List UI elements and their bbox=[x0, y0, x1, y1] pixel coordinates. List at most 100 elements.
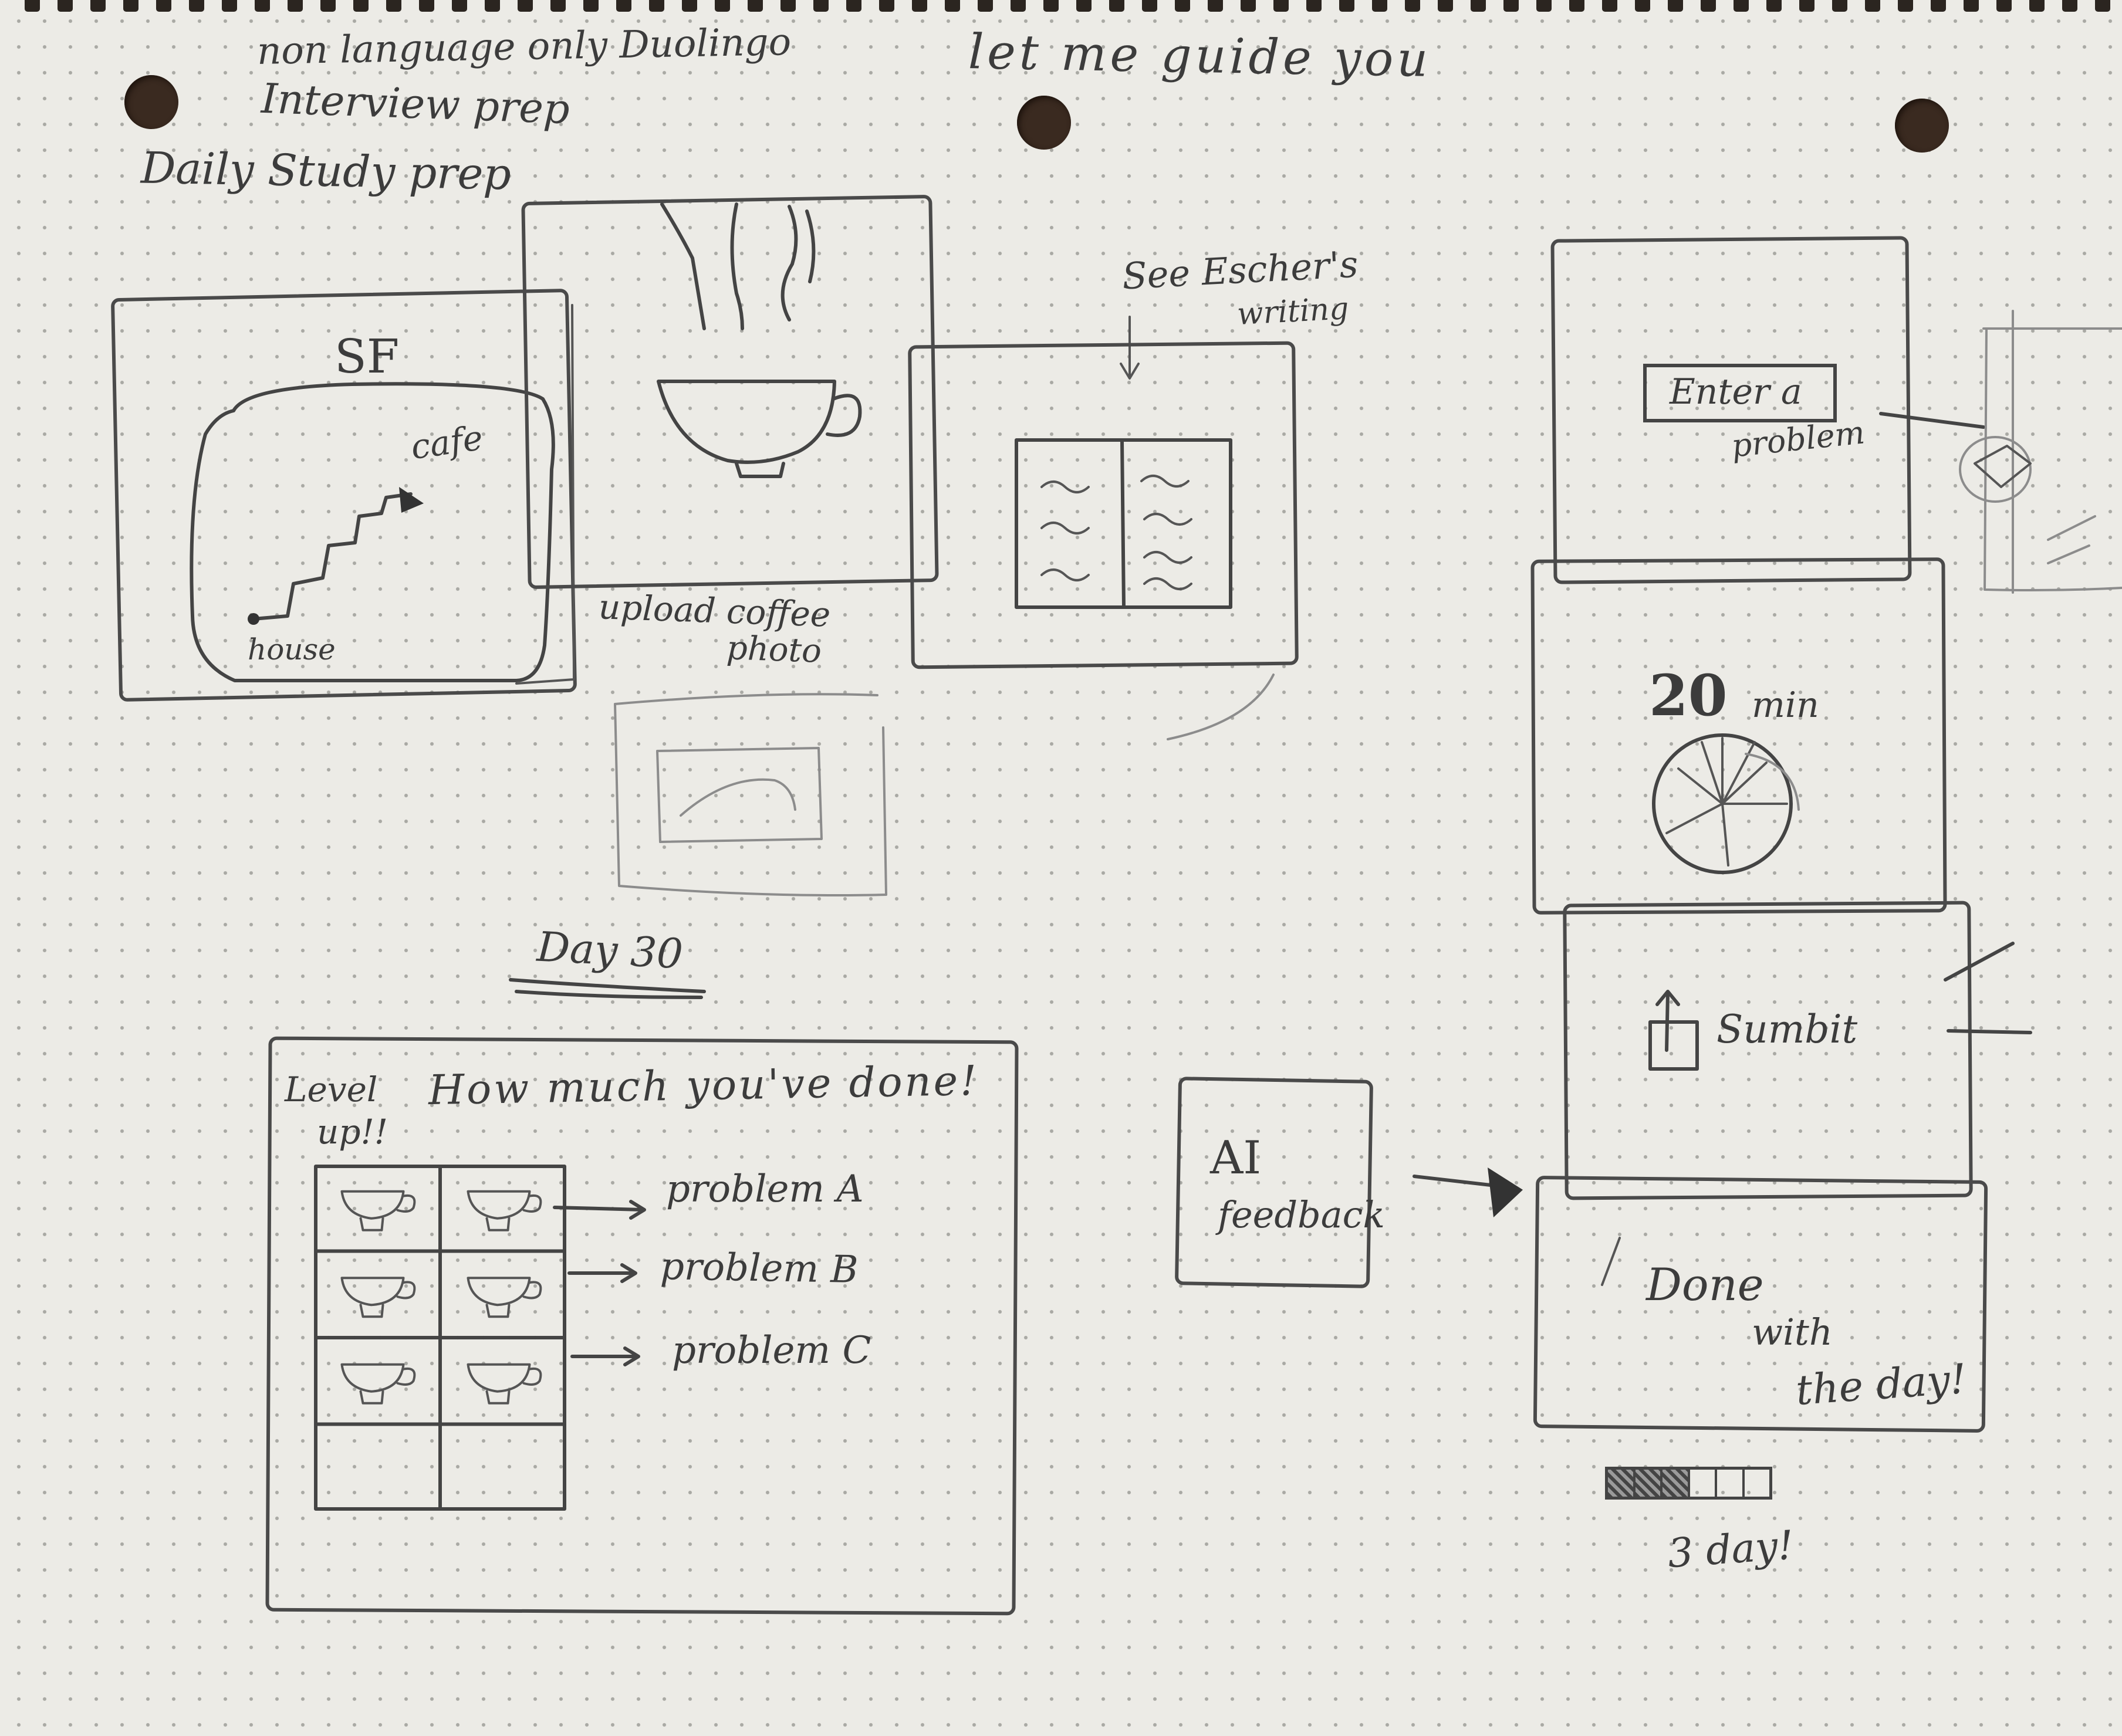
binding-ring bbox=[156, 0, 171, 12]
binding-ring bbox=[1306, 0, 1322, 12]
cup-grid bbox=[314, 1165, 566, 1511]
problem-arrows bbox=[553, 1200, 646, 1366]
streak-segment-empty bbox=[1690, 1470, 1717, 1497]
binding-ring bbox=[1766, 0, 1782, 12]
binding-ring bbox=[1438, 0, 1453, 12]
binding-ring bbox=[978, 0, 993, 12]
binding-ring bbox=[1339, 0, 1354, 12]
photo-thumbnail bbox=[614, 693, 887, 896]
streak-segment-filled bbox=[1635, 1470, 1663, 1497]
ai-arrow-to-done bbox=[1413, 1168, 1523, 1217]
binding-ring bbox=[1273, 0, 1289, 12]
binding-ring bbox=[1701, 0, 1716, 12]
book-annotation: See Escher's bbox=[1121, 242, 1360, 298]
done-screen-mark bbox=[1601, 1237, 1621, 1286]
tagline: let me guide you bbox=[968, 24, 1432, 88]
coffee-cup-icon bbox=[340, 1363, 416, 1405]
binding-ring bbox=[1832, 0, 1847, 12]
binding-ring bbox=[1668, 0, 1683, 12]
ai-label-line-1: AI bbox=[1210, 1132, 1262, 1185]
streak-segment-filled bbox=[1608, 1470, 1636, 1497]
coffee-cup-icon bbox=[467, 1190, 542, 1231]
binding-ring bbox=[682, 0, 697, 12]
binding-ring bbox=[1734, 0, 1749, 12]
binding-ring bbox=[386, 0, 401, 12]
binding-ring bbox=[1109, 0, 1124, 12]
enter-problem-label-1: Enter a bbox=[1670, 371, 1802, 412]
binding-ring bbox=[1569, 0, 1584, 12]
binding-ring bbox=[419, 0, 434, 12]
binding-ring bbox=[189, 0, 204, 12]
timer-clock-icon bbox=[1652, 733, 1800, 874]
binding-ring bbox=[1964, 0, 1979, 12]
timer-unit: min bbox=[1752, 685, 1819, 726]
note-non-language: non language only Duolingo bbox=[256, 21, 792, 73]
map-destination-arrow bbox=[399, 487, 424, 513]
binding-ring bbox=[912, 0, 927, 12]
coffee-cup-icon bbox=[657, 202, 862, 478]
problem-a-label: problem A bbox=[666, 1168, 864, 1211]
level-up-line-1: Level bbox=[285, 1070, 378, 1109]
binding-ring bbox=[1076, 0, 1092, 12]
binding-ring bbox=[1931, 0, 1946, 12]
binding-ring bbox=[780, 0, 796, 12]
binding-ring bbox=[58, 0, 73, 12]
binding-ring bbox=[846, 0, 861, 12]
binding-ring bbox=[1175, 0, 1190, 12]
binding-ring bbox=[288, 0, 303, 12]
day-label: Day 30 bbox=[536, 922, 684, 979]
coffee-cup-icon bbox=[467, 1363, 542, 1405]
coffee-caption-2: photo bbox=[725, 629, 822, 671]
binding-ring bbox=[550, 0, 566, 12]
map-origin-dot bbox=[248, 613, 259, 625]
cup-grid-lines bbox=[314, 1165, 566, 1511]
binding-ring bbox=[748, 0, 763, 12]
binding-ring bbox=[353, 0, 369, 12]
binding-ring bbox=[813, 0, 829, 12]
problem-c-label: problem C bbox=[672, 1329, 871, 1372]
binding-ring bbox=[452, 0, 467, 12]
binding-ring bbox=[1142, 0, 1157, 12]
binding-ring bbox=[2095, 0, 2110, 12]
punch-hole-right bbox=[1895, 99, 1949, 153]
binding-ring bbox=[879, 0, 894, 12]
binding-ring bbox=[518, 0, 533, 12]
binding-ring bbox=[945, 0, 960, 12]
binding-ring bbox=[1372, 0, 1387, 12]
map-route-path bbox=[252, 492, 413, 621]
binding-ring bbox=[1011, 0, 1026, 12]
coffee-cup-icon bbox=[467, 1277, 542, 1318]
day-underline bbox=[509, 978, 706, 999]
map-city-label: SF bbox=[334, 329, 400, 384]
binding-ring bbox=[1602, 0, 1617, 12]
binding-ring bbox=[1635, 0, 1650, 12]
binding-ring bbox=[255, 0, 270, 12]
coffee-screen[interactable] bbox=[521, 194, 939, 590]
binding-ring bbox=[1208, 0, 1223, 12]
coffee-cup-icon bbox=[340, 1190, 416, 1231]
timer-number: 20 bbox=[1649, 662, 1728, 729]
coffee-caption: upload coffee bbox=[597, 587, 832, 635]
binding-ring bbox=[583, 0, 599, 12]
binding-ring bbox=[1865, 0, 1880, 12]
ai-feedback-screen[interactable] bbox=[1174, 1077, 1374, 1288]
annotation-arrow bbox=[1120, 316, 1140, 380]
level-up-line-2: up!! bbox=[317, 1112, 388, 1152]
binding-ring bbox=[616, 0, 631, 12]
book-annotation-2: writing bbox=[1236, 291, 1350, 332]
binding-ring bbox=[90, 0, 106, 12]
map-origin-label: house bbox=[248, 632, 336, 666]
progress-heading: How much you've done! bbox=[428, 1056, 979, 1115]
note-daily-study-prep: Daily Study prep bbox=[140, 143, 512, 200]
submit-label[interactable]: Sumbit bbox=[1716, 1007, 1858, 1052]
done-line-1: Done bbox=[1646, 1258, 1764, 1311]
map-destination-label: cafe bbox=[408, 417, 485, 468]
binding-ring bbox=[1898, 0, 1913, 12]
enter-problem-button[interactable] bbox=[1643, 364, 1837, 422]
upload-icon bbox=[1648, 942, 2032, 1071]
side-sketch bbox=[1879, 310, 2122, 594]
binding-ring bbox=[25, 0, 40, 12]
book-screen bbox=[908, 341, 1299, 669]
streak-progress-bar bbox=[1605, 1467, 1772, 1500]
